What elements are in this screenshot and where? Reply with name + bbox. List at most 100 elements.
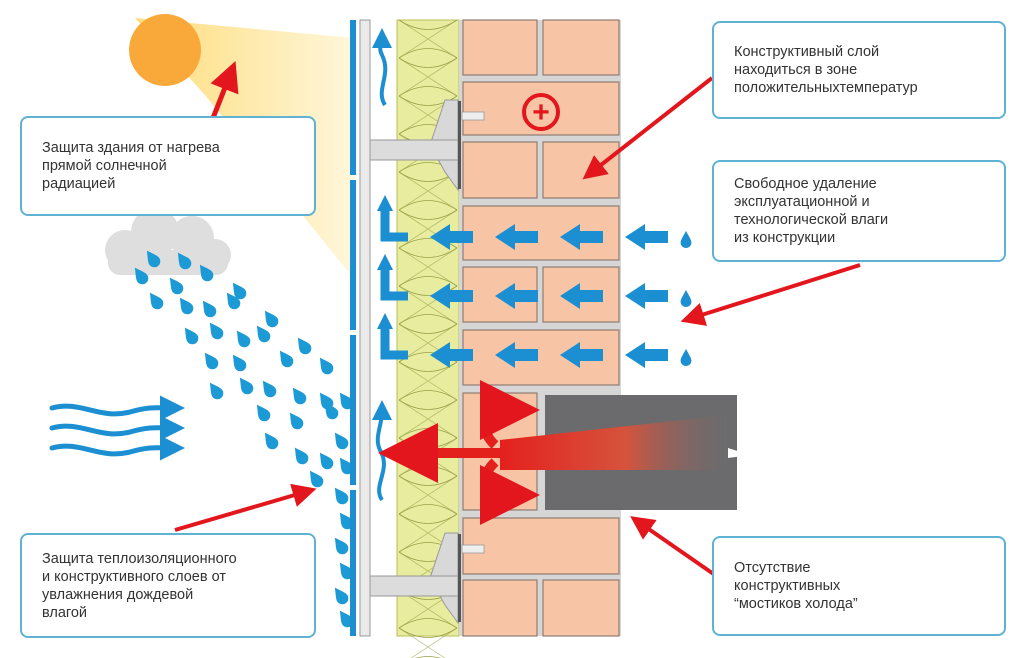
callout-line: увлажнения дождевой (42, 586, 194, 603)
insulation-fiber (398, 361, 458, 401)
water-drop (680, 348, 692, 366)
rain-drop (179, 324, 201, 347)
rain-drop (304, 467, 326, 490)
moisture-arrow (495, 224, 538, 250)
svg-text:+: + (532, 96, 550, 129)
callout-line: Конструктивный слой (734, 44, 880, 60)
subframe-profile (359, 19, 371, 637)
rain-drop (287, 384, 309, 407)
callout-line: Защита теплоизоляционного (42, 550, 237, 567)
rain-drop (329, 484, 351, 507)
moisture-arrow (560, 224, 603, 250)
rain-drop (227, 351, 249, 374)
rain-drop (164, 274, 186, 297)
callout-sun-protection: Защита здания от нагрева прямой солнечно… (20, 116, 316, 216)
callout-line: эксплуатационной и (734, 194, 870, 210)
rain-drop (204, 379, 226, 402)
brick (462, 81, 620, 136)
brick (462, 19, 538, 76)
moisture-arrow (625, 283, 668, 309)
moisture-arrow (625, 342, 668, 368)
rain-drop (329, 429, 351, 452)
moisture-arrow (625, 224, 668, 250)
moisture-vent-arrow-head (377, 313, 393, 329)
brick (462, 141, 538, 199)
rain-drop (174, 294, 196, 317)
callout-line: Отсутствие (734, 560, 811, 576)
moisture-vent-arrow (380, 209, 408, 242)
callout-positive-temperature: Конструктивный слой находиться в зоне по… (712, 21, 1006, 119)
moisture-vent-arrow-head (377, 195, 393, 211)
cloud-icon (105, 208, 231, 275)
callout-line: Свободное удаление (734, 176, 877, 192)
moisture-vent-arrow (380, 327, 408, 360)
rain-drop (314, 354, 336, 377)
callout-rain-protection: Защита теплоизоляционного и конструктивн… (20, 533, 316, 638)
facade-cladding (350, 20, 356, 636)
brick (462, 517, 620, 575)
callout-line: влагой (42, 604, 88, 621)
rain-drop (329, 584, 351, 607)
brick (542, 141, 620, 199)
rain-drop (329, 534, 351, 557)
callout-line: прямой солнечной (42, 158, 167, 174)
rain-drop (231, 327, 253, 350)
brick (462, 579, 538, 637)
callout-line: “мостиков холода” (734, 596, 858, 612)
wind-icon (49, 395, 185, 461)
callout-line: находиться в зоне (734, 62, 858, 78)
callout-line: конструктивных (734, 578, 841, 594)
rain-drop (251, 401, 273, 424)
insulation-fiber (398, 627, 458, 658)
insulation-fiber (398, 171, 458, 211)
moisture-arrow (495, 283, 538, 309)
insulation-fiber (398, 19, 458, 59)
rain-drop (204, 319, 226, 342)
heat-flow-arrows (378, 380, 728, 525)
anchor-bottom (369, 532, 485, 625)
anchor-top (369, 99, 485, 192)
rain-drop (199, 349, 221, 372)
callout-line: радиацией (42, 176, 116, 192)
rain-drop (197, 297, 219, 320)
callout-line: положительныхтемператур (734, 80, 918, 96)
insulation-fiber (398, 57, 458, 97)
rain-drop (259, 429, 281, 452)
callout-pointers (174, 76, 861, 577)
brick-wall (459, 19, 621, 637)
callout-line: технологической влаги (734, 212, 889, 228)
brick (542, 19, 620, 76)
callout-no-cold-bridges: Отсутствие конструктивных “мостиков холо… (712, 536, 1006, 636)
callout-line: Защита здания от нагрева (42, 140, 220, 156)
water-drop (680, 289, 692, 307)
sun-beam (135, 18, 355, 280)
rain-drop (259, 307, 281, 330)
sun-icon (129, 14, 201, 86)
moisture-vent-arrow (380, 268, 408, 301)
moisture-arrow (495, 342, 538, 368)
rain-drop (284, 409, 306, 432)
reflection-arrow (210, 61, 239, 119)
moisture-arrow (430, 224, 473, 250)
rain-drop (292, 334, 314, 357)
insulation-fiber (398, 247, 458, 287)
rain-drop (289, 444, 311, 467)
moisture-vent-arrow-head (377, 254, 393, 270)
brick (542, 579, 620, 637)
callout-line: из конструкции (734, 230, 836, 246)
moisture-arrow (430, 342, 473, 368)
callout-moisture-removal: Свободное удаление эксплуатационной и те… (712, 160, 1006, 262)
rain-drop (314, 449, 336, 472)
rain-drop (234, 374, 256, 397)
callout-line: и конструктивного слоев от (42, 568, 226, 585)
rain-drop (257, 377, 279, 400)
rain-drop (274, 347, 296, 370)
moisture-arrow (560, 342, 603, 368)
positive-temperature-icon: + (522, 93, 560, 131)
rain-drop (144, 289, 166, 312)
moisture-arrow (430, 283, 473, 309)
moisture-arrow (560, 283, 603, 309)
moisture-arrows (377, 195, 692, 368)
water-drop (680, 230, 692, 248)
